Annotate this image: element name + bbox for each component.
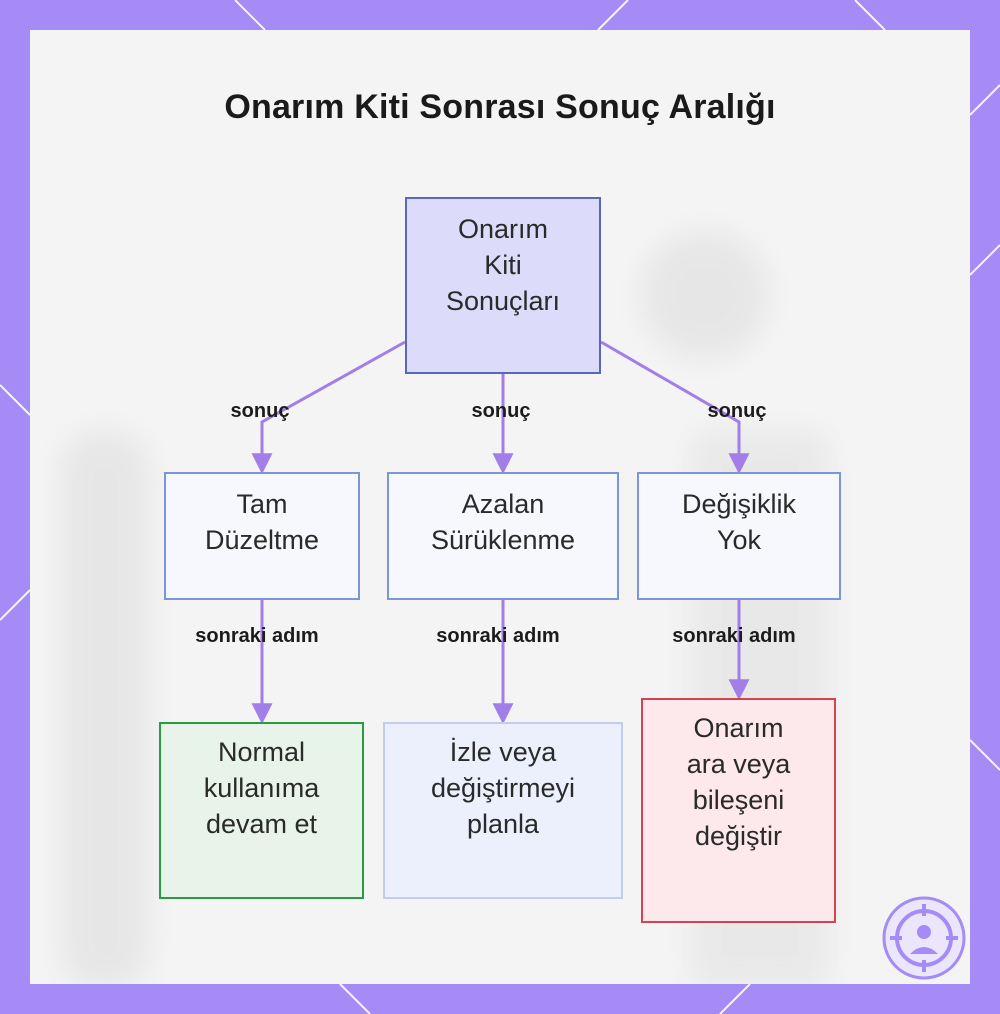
diagram-edges xyxy=(251,340,750,725)
node-tam-duzeltme: Tam Düzeltme xyxy=(164,472,360,600)
diagram-panel: Onarım Kiti Sonrası Sonuç Aralığı Onarım… xyxy=(30,30,970,984)
edge-label-sonuc-3: sonuç xyxy=(707,400,767,422)
node-normal-kullanim: Normal kullanıma devam et xyxy=(159,722,364,899)
node-izle-veya-degistir: İzle veya değiştirmeyi planla xyxy=(383,722,623,899)
diagram-title: Onarım Kiti Sonrası Sonuç Aralığı xyxy=(224,88,776,126)
edge-label-sonuc-2: sonuç xyxy=(471,400,531,422)
edge-label-sonraki-adim-1: sonraki adım xyxy=(195,625,319,647)
logo-icon xyxy=(882,896,966,980)
edge-label-sonuc-1: sonuç xyxy=(230,400,290,422)
node-degisiklik-yok: Değişiklik Yok xyxy=(637,472,841,600)
edge-label-sonraki-adim-2: sonraki adım xyxy=(436,625,560,647)
node-root: Onarım Kiti Sonuçları xyxy=(405,197,601,374)
node-onarim-ara: Onarım ara veya bileşeni değiştir xyxy=(641,698,836,923)
edge-root-degisiklik xyxy=(600,340,750,475)
edge-root-tam xyxy=(251,340,406,475)
node-azalan-suruklenme: Azalan Sürüklenme xyxy=(387,472,619,600)
edge-label-sonraki-adim-3: sonraki adım xyxy=(672,625,796,647)
